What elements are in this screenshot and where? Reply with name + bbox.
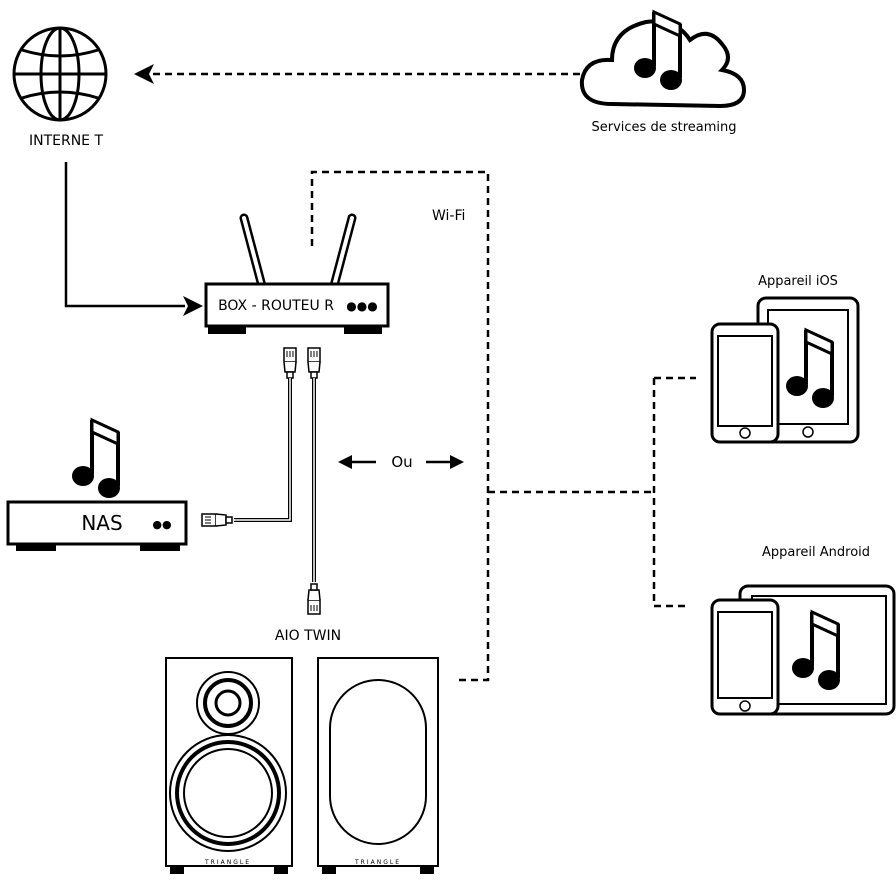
internet-to-router-link <box>64 162 185 308</box>
ethernet-plug-icon <box>283 347 321 379</box>
nas-dots: ●● <box>152 518 171 531</box>
brand-label-left: TRIANGLE <box>204 859 251 866</box>
nas-icon <box>6 500 188 551</box>
router-label: BOX - ROUTEU R <box>218 298 334 314</box>
ethernet-plug-icon <box>307 583 321 615</box>
android-label: Appareil Android <box>762 545 870 560</box>
or-label: Ou <box>391 453 412 471</box>
streaming-label: Services de streaming <box>592 120 737 135</box>
speaker-icon <box>317 657 439 874</box>
arrowhead-right <box>183 296 203 316</box>
wifi-link <box>310 170 490 682</box>
router-dots: ●●● <box>346 299 377 313</box>
devices-link <box>488 376 696 608</box>
speaker-icon <box>165 657 293 874</box>
phone-icon <box>710 322 780 444</box>
nas-cable <box>234 378 292 522</box>
router-icon <box>204 213 390 334</box>
internet-label: INTERNE T <box>29 133 103 149</box>
arrowhead-left <box>338 455 352 469</box>
music-cloud-icon <box>579 10 747 109</box>
brand-label-right: TRIANGLE <box>354 859 401 866</box>
arrowhead-left <box>134 64 154 84</box>
globe-icon <box>12 26 108 122</box>
arrowhead-right <box>450 455 464 469</box>
ios-label: Appareil iOS <box>758 274 838 289</box>
aio-label: AIO TWIN <box>275 628 341 644</box>
ethernet-plug-icon <box>201 513 233 527</box>
nas-label: NAS <box>81 511 122 535</box>
wifi-label: Wi-Fi <box>432 208 465 224</box>
music-note-icon <box>70 418 122 500</box>
phone-icon <box>710 598 780 716</box>
